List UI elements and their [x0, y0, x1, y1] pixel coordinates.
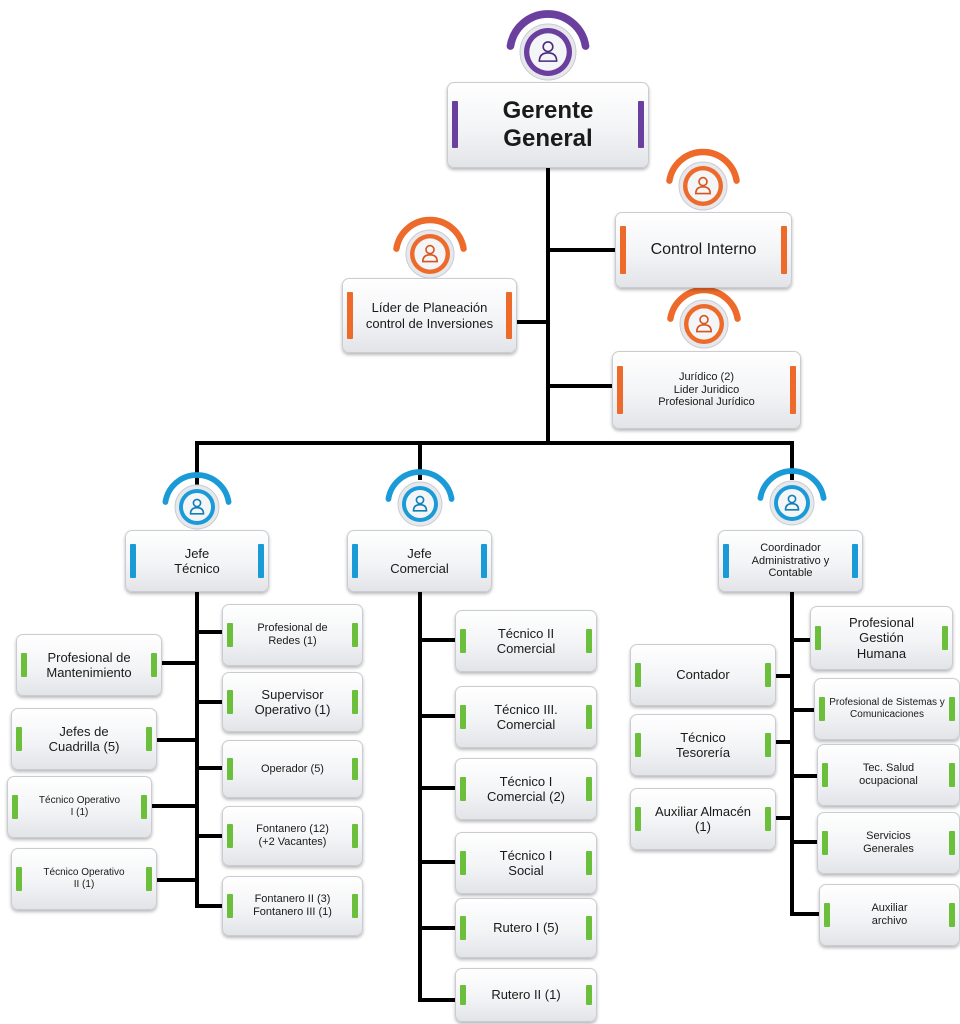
node-rutero-2[interactable]: Rutero II (1) [455, 968, 597, 1022]
node-fontanero-2-3[interactable]: Fontanero II (3) Fontanero III (1) [222, 876, 363, 936]
node-jefe-tecnico[interactable]: Jefe Técnico [125, 530, 269, 592]
person-icon [666, 148, 740, 211]
node-label: Profesional de Mantenimiento [46, 649, 132, 680]
node-label: Gerente General [502, 96, 594, 152]
node-prof-mantenimiento[interactable]: Profesional de Mantenimiento [16, 634, 162, 696]
node-label: Jefes de Cuadrilla (5) [48, 723, 120, 754]
node-label: Fontanero II (3) Fontanero III (1) [253, 893, 332, 918]
node-operador[interactable]: Operador (5) [222, 740, 363, 798]
node-supervisor[interactable]: Supervisor Operativo (1) [222, 672, 363, 732]
node-auxiliar-almacen[interactable]: Auxiliar Almacén (1) [630, 788, 776, 850]
node-tec-salud[interactable]: Tec. Salud ocupacional [817, 744, 960, 806]
node-label: Líder de Planeación control de Inversion… [365, 300, 494, 331]
node-contador[interactable]: Contador [630, 644, 776, 706]
node-label: Fontanero (12) (+2 Vacantes) [256, 823, 329, 848]
node-label: Servicios Generales [863, 830, 914, 855]
node-label: Auxiliar archivo [871, 902, 908, 927]
node-label: Jurídico (2) Lider Juridico Profesional … [658, 370, 755, 409]
node-auxiliar-archivo[interactable]: Auxiliar archivo [819, 884, 960, 946]
node-gerente-general[interactable]: Gerente General [447, 82, 649, 168]
person-icon [393, 216, 467, 279]
node-tec-ii-comercial[interactable]: Técnico II Comercial [455, 610, 597, 672]
node-tec-iii-comercial[interactable]: Técnico III. Comercial [455, 686, 597, 748]
node-label: Técnico I Social [499, 847, 553, 878]
node-jefes-cuadrilla[interactable]: Jefes de Cuadrilla (5) [11, 708, 157, 770]
node-label: Operador (5) [261, 762, 324, 775]
person-icon [506, 10, 590, 81]
node-prof-redes[interactable]: Profesional de Redes (1) [222, 604, 363, 666]
person-icon [667, 286, 741, 349]
node-servicios-generales[interactable]: Servicios Generales [817, 812, 960, 874]
node-control-interno[interactable]: Control Interno [615, 212, 792, 288]
node-prof-gestion-humana[interactable]: Profesional Gestión Humana [810, 606, 953, 670]
person-icon [757, 468, 827, 526]
node-label: Rutero II (1) [491, 987, 561, 1003]
node-juridico[interactable]: Jurídico (2) Lider Juridico Profesional … [612, 351, 801, 429]
person-icon [162, 472, 232, 530]
node-jefe-comercial[interactable]: Jefe Comercial [347, 530, 492, 592]
node-tec-i-comercial[interactable]: Técnico I Comercial (2) [455, 758, 597, 820]
node-label: Técnico Tesorería [675, 729, 731, 760]
node-label: Profesional Gestión Humana [848, 615, 915, 661]
node-label: Control Interno [650, 240, 757, 258]
node-coordinador[interactable]: Coordinador Administrativo y Contable [718, 530, 863, 592]
node-lider-planeacion[interactable]: Líder de Planeación control de Inversion… [342, 278, 517, 353]
node-label: Supervisor Operativo (1) [254, 686, 331, 717]
node-label: Auxiliar Almacén (1) [654, 803, 752, 834]
node-label: Tec. Salud ocupacional [859, 762, 918, 787]
node-label: Técnico II Comercial [496, 625, 556, 656]
node-label: Jefe Comercial [390, 545, 449, 576]
node-tec-operativo-1[interactable]: Técnico Operativo I (1) [7, 776, 152, 838]
node-tec-i-social[interactable]: Técnico I Social [455, 832, 597, 894]
node-label: Profesional de Sistemas y Comunicaciones [829, 697, 945, 720]
person-icon [385, 469, 455, 527]
node-label: Jefe Técnico [174, 545, 220, 576]
node-label: Profesional de Redes (1) [257, 622, 328, 647]
node-tecnico-tesoreria[interactable]: Técnico Tesorería [630, 714, 776, 776]
node-label: Coordinador Administrativo y Contable [751, 541, 830, 580]
node-fontanero[interactable]: Fontanero (12) (+2 Vacantes) [222, 806, 363, 866]
node-tec-operativo-2[interactable]: Técnico Operativo II (1) [11, 848, 157, 910]
node-rutero-1[interactable]: Rutero I (5) [455, 898, 597, 958]
node-label: Técnico Operativo I (1) [38, 795, 121, 818]
node-label: Técnico III. Comercial [494, 701, 558, 732]
node-prof-sistemas[interactable]: Profesional de Sistemas y Comunicaciones [814, 678, 960, 740]
node-label: Técnico I Comercial (2) [486, 773, 565, 804]
node-label: Técnico Operativo II (1) [43, 867, 125, 890]
node-label: Contador [676, 667, 730, 683]
node-label: Rutero I (5) [493, 920, 559, 936]
